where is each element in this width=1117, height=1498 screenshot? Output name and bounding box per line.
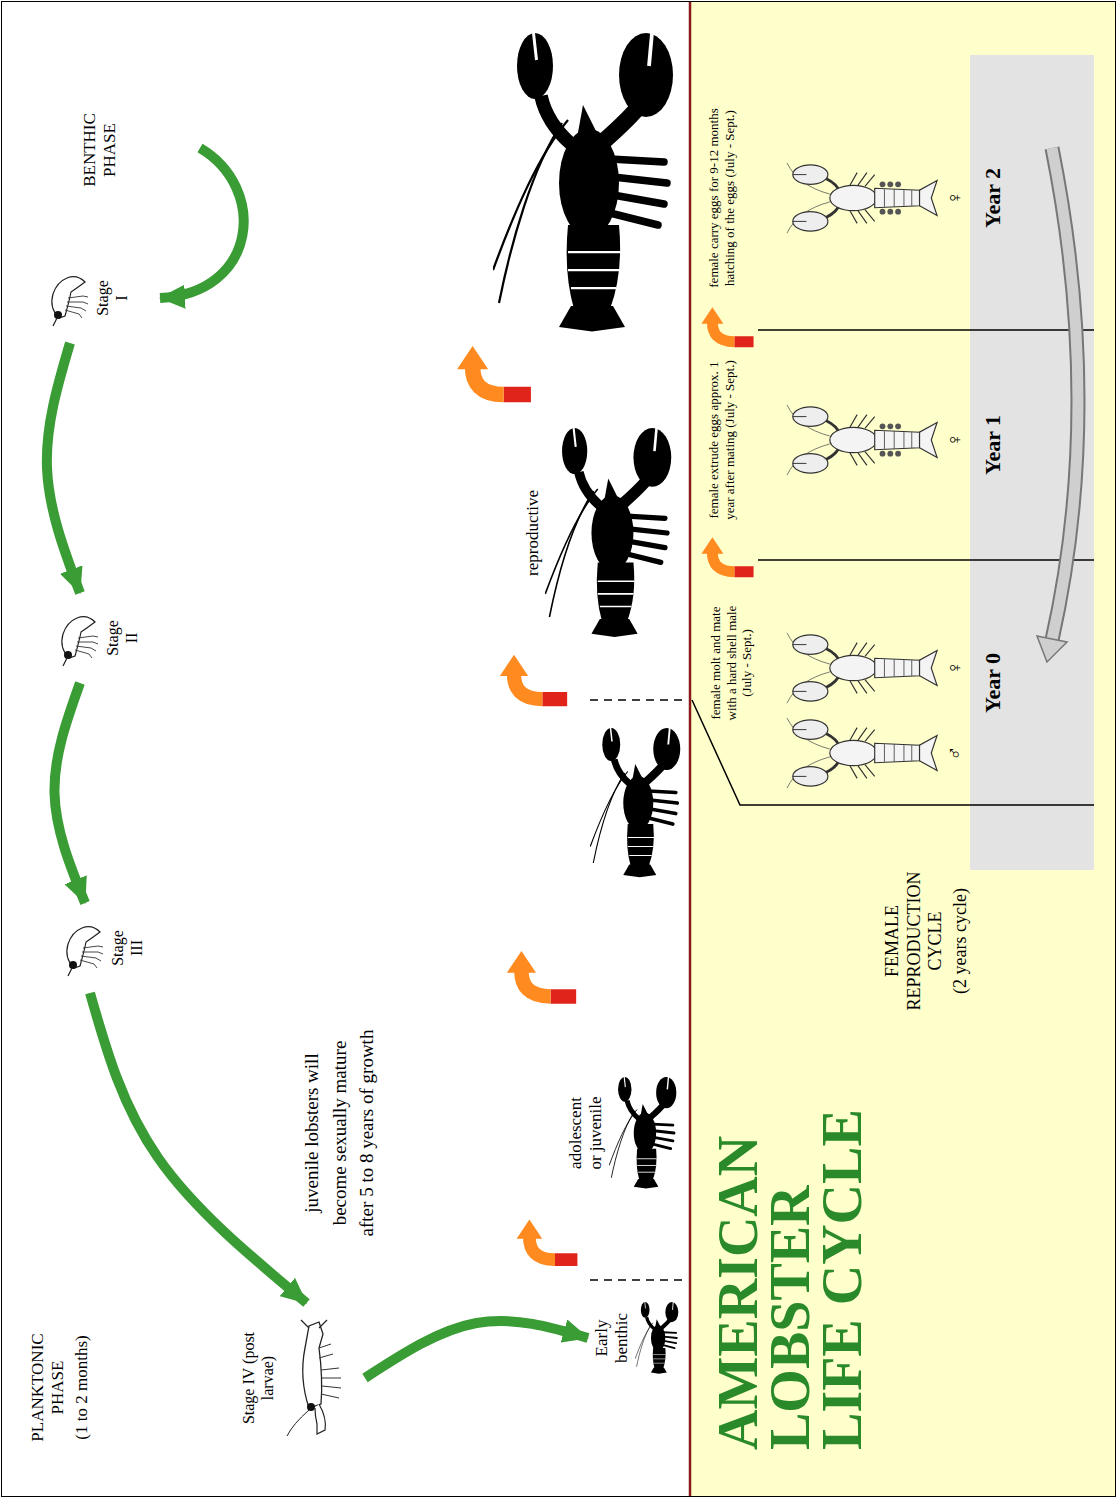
- lobster-silhouette: [609, 1077, 682, 1189]
- molt-arrow: [500, 655, 567, 699]
- label-box: PLANKTONIC PHASE: [28, 1325, 69, 1450]
- stage-label: Stage III: [108, 928, 146, 968]
- larva-drawing: [56, 918, 106, 978]
- lobster-silhouette: [590, 728, 680, 877]
- cycle-arrow-head: [1037, 636, 1067, 662]
- maturity-note: juvenile lobsters will become sexually m…: [298, 1023, 381, 1243]
- label-box: Year 2: [980, 148, 1006, 248]
- cycle-step-arrow: [701, 307, 753, 341]
- phase-duration: (1 to 2 months): [72, 1315, 92, 1460]
- cycle-heading: FEMALE REPRODUCTION CYCLE: [882, 846, 947, 1036]
- cycle-step-note: female extrude eggs approx. 1 year after…: [706, 360, 737, 520]
- egg-mass: [880, 423, 901, 456]
- label-box: female carry eggs for 9-12 months hatchi…: [706, 103, 737, 293]
- molt-arrow: [517, 1220, 578, 1260]
- diagram-title: AMERICAN LOBSTER LIFE CYCLE: [712, 1060, 868, 1450]
- postlarva-drawing: [279, 1318, 359, 1438]
- stage-divider: [590, 699, 688, 701]
- label-box: (1 to 2 months): [72, 1315, 92, 1460]
- cycle-step-note: female carry eggs for 9-12 months hatchi…: [706, 103, 737, 293]
- lobster-silhouette: [545, 428, 682, 638]
- stage-label: Early benthic: [592, 1303, 633, 1373]
- year-divider: [758, 329, 1094, 331]
- benthic-stage: Early benthic: [588, 1293, 688, 1383]
- stage-label: Stage IV (post larvae): [239, 1328, 277, 1428]
- sex-symbol: ♀: [942, 183, 966, 213]
- stage-label: Stage I: [93, 278, 131, 318]
- year-label: Year 2: [980, 148, 1006, 248]
- label-box: female extrude eggs approx. 1 year after…: [706, 360, 737, 520]
- larval-stage: Stage III: [50, 903, 150, 993]
- label-box: Year 1: [980, 395, 1006, 495]
- sex-symbol: ♀: [942, 425, 966, 455]
- benthic-stage: adolescent or juvenile: [562, 1063, 688, 1203]
- female-lobster: [787, 163, 937, 233]
- year-panel: [970, 55, 1094, 870]
- cycle-arrow: [1052, 148, 1078, 640]
- divider-line: [689, 2, 692, 1496]
- growth-arrow: [54, 683, 85, 903]
- molt-arrow: [457, 346, 531, 395]
- lobster-silhouette: [609, 1077, 676, 1188]
- larva-drawing: [52, 277, 88, 326]
- postlarva-drawing: [287, 1320, 341, 1436]
- female-lobster: [787, 405, 937, 475]
- label-box: BENTHIC PHASE: [80, 100, 121, 200]
- benthic-stage: reproductive: [519, 426, 688, 640]
- bracket-line: [692, 700, 1094, 805]
- cycle-band: [691, 2, 1115, 1496]
- female-lobster: [787, 633, 937, 703]
- sex-symbol: ♀: [942, 653, 966, 683]
- egg-mass: [880, 181, 901, 214]
- label-box: (2 years cycle): [950, 846, 972, 1036]
- label-box: female molt and mate with a hard shell m…: [708, 595, 755, 731]
- cycle-step-note: female molt and mate with a hard shell m…: [708, 595, 755, 731]
- title-box: AMERICAN LOBSTER LIFE CYCLE: [712, 1060, 868, 1450]
- cycle-step-arrow: [701, 537, 753, 571]
- lobster-silhouette: [635, 1302, 678, 1374]
- year-label: Year 0: [980, 633, 1006, 733]
- larval-stage: Stage II: [45, 593, 145, 683]
- growth-arrow: [90, 993, 307, 1303]
- larval-stage: Stage I: [35, 253, 135, 343]
- molt-arrow: [507, 951, 576, 997]
- phase-label: BENTHIC PHASE: [80, 100, 121, 200]
- label-box: ♀: [942, 183, 966, 213]
- cycle-arrow-outline: [1052, 148, 1078, 640]
- adult-lobster-silhouette: [493, 33, 673, 332]
- male-lobster: [787, 718, 937, 788]
- stage-label: adolescent or juvenile: [566, 1091, 607, 1176]
- lobster-silhouette: [546, 428, 672, 637]
- larva-drawing: [51, 608, 101, 668]
- stage-label: reproductive: [523, 478, 543, 588]
- stage-divider: [590, 1279, 688, 1281]
- year-divider: [758, 559, 1094, 561]
- label-box: ♂: [942, 738, 966, 768]
- lobster-silhouette: [635, 1302, 682, 1374]
- return-arrow: [160, 148, 244, 298]
- label-box: ♀: [942, 425, 966, 455]
- larva-drawing: [62, 617, 98, 666]
- larva-drawing: [41, 268, 91, 328]
- year-label: Year 1: [980, 395, 1006, 495]
- label-box: juvenile lobsters will become sexually m…: [298, 1023, 381, 1243]
- larva-drawing: [67, 927, 103, 976]
- stage-label: Stage II: [103, 618, 141, 658]
- growth-arrow: [47, 343, 80, 593]
- postlarval-stage: Stage IV (post larvae): [235, 1303, 365, 1453]
- label-box: FEMALE REPRODUCTION CYCLE: [882, 846, 947, 1036]
- label-box: ♀: [942, 653, 966, 683]
- growth-arrow: [365, 1321, 588, 1378]
- label-box: Year 0: [980, 633, 1006, 733]
- phase-label: PLANKTONIC PHASE: [28, 1325, 69, 1450]
- cycle-duration: (2 years cycle): [950, 846, 972, 1036]
- sex-symbol: ♂: [942, 738, 966, 768]
